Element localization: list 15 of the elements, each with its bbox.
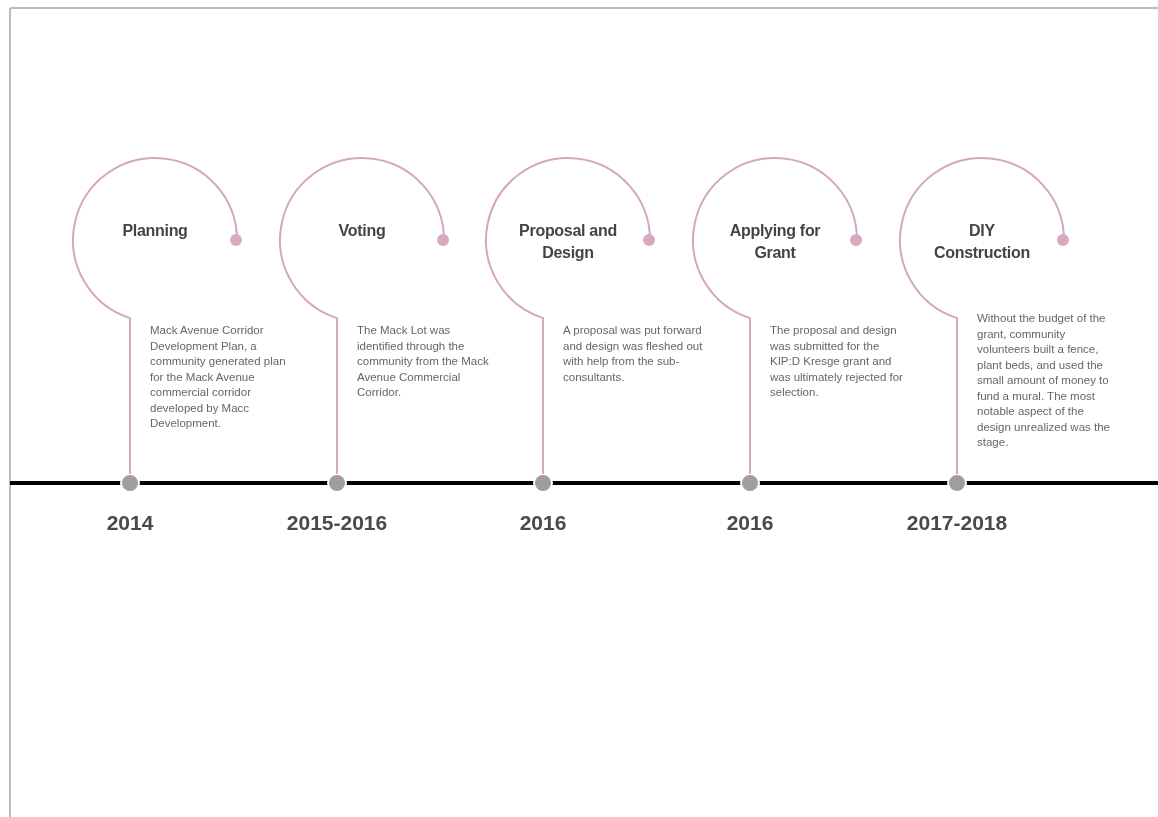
year-label: 2016 xyxy=(725,510,775,536)
milestone-title: Applying for Grant xyxy=(728,221,822,263)
milestone-description: The proposal and design was submitted for the KIP:D Kresge grant and was ultimately rejected for selection. xyxy=(770,323,904,400)
milestone-title: Proposal and Design xyxy=(518,221,618,263)
year-label: 2014 xyxy=(105,510,155,536)
year-label: 2017-2018 xyxy=(905,510,1009,536)
milestone-title: Voting xyxy=(337,221,387,241)
milestone-description: Without the budget of the grant, community volunteers built a fence, plant beds, and used the small amount of money to fund a mural. The most notable aspect of the design unrealized was the stage. xyxy=(977,311,1111,450)
milestone-description: The Mack Lot was identified through the community from the Mack Avenue Commercial Corridor. xyxy=(357,323,490,400)
milestone-title: Planning xyxy=(121,221,189,241)
milestone-description: Mack Avenue Corridor Development Plan, a community generated plan for the Mack Avenue commercial corridor developed by Macc Development. xyxy=(150,323,287,431)
year-label: 2015-2016 xyxy=(285,510,389,536)
year-label: 2016 xyxy=(518,510,568,536)
milestone-title: DIY Construction xyxy=(933,221,1031,263)
milestone-description: A proposal was put forward and design was fleshed out with help from the sub-consultants. xyxy=(563,323,704,385)
